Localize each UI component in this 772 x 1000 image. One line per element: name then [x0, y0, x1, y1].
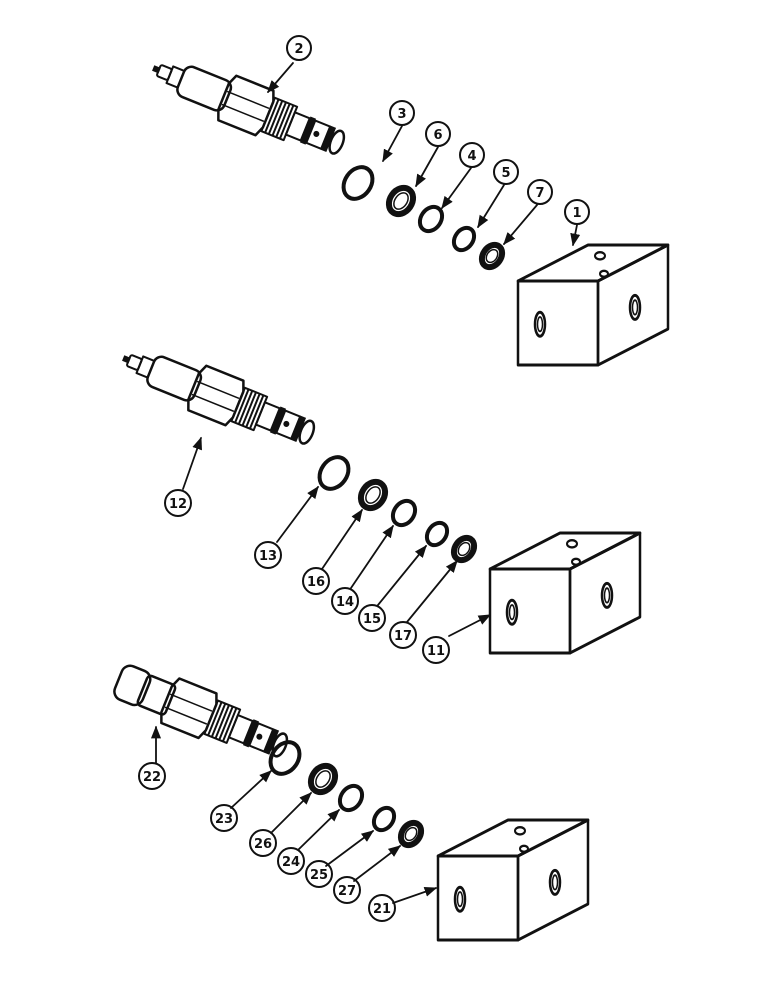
cartridge-valve-22 — [108, 656, 296, 771]
backup-ring-26 — [307, 762, 339, 796]
callout-label: 4 — [467, 149, 476, 164]
callout-label: 12 — [169, 497, 187, 512]
callout-label: 5 — [501, 166, 510, 181]
callout-label: 17 — [394, 629, 412, 644]
leader-lines — [150, 62, 581, 904]
o-ring-25 — [371, 805, 397, 833]
callout-3: 3 — [389, 100, 415, 126]
callout-5: 5 — [493, 159, 519, 185]
callout-6: 6 — [425, 121, 451, 147]
callout-label: 6 — [433, 128, 442, 143]
o-ring-24 — [337, 783, 365, 813]
callout-22: 22 — [138, 762, 166, 790]
o-ring-3 — [341, 165, 375, 201]
valve-body-block-11 — [488, 531, 642, 655]
callout-24: 24 — [277, 847, 305, 875]
callout-26: 26 — [249, 829, 277, 857]
callout-13: 13 — [254, 541, 282, 569]
backup-ring-6 — [385, 184, 417, 218]
callout-label: 3 — [397, 107, 406, 122]
callout-label: 1 — [572, 206, 581, 221]
callout-7: 7 — [527, 179, 553, 205]
callout-12: 12 — [164, 489, 192, 517]
callout-label: 24 — [282, 855, 300, 870]
cartridge-valve-12 — [112, 334, 323, 458]
callout-11: 11 — [422, 636, 450, 664]
callout-label: 16 — [307, 575, 325, 590]
callout-label: 11 — [427, 644, 445, 659]
backup-ring-7 — [478, 241, 506, 271]
callout-4: 4 — [459, 142, 485, 168]
callout-label: 2 — [294, 42, 303, 57]
callout-1: 1 — [564, 199, 590, 225]
callout-label: 25 — [310, 868, 328, 883]
callout-label: 21 — [373, 902, 391, 917]
callout-23: 23 — [210, 804, 238, 832]
callout-label: 22 — [143, 770, 161, 785]
o-ring-23 — [268, 740, 302, 776]
callout-15: 15 — [358, 604, 386, 632]
o-ring-13 — [317, 455, 351, 491]
o-ring-5 — [451, 225, 477, 253]
callout-17: 17 — [389, 621, 417, 649]
callout-label: 23 — [215, 812, 233, 827]
callout-label: 26 — [254, 837, 272, 852]
valve-body-block-1 — [516, 243, 670, 367]
cartridge-valve-2 — [142, 44, 353, 168]
valve-body-block-21 — [436, 818, 590, 942]
callout-label: 14 — [336, 595, 354, 610]
o-ring-4 — [417, 204, 445, 234]
callout-2: 2 — [286, 35, 312, 61]
callout-label: 15 — [363, 612, 381, 627]
o-ring-14 — [390, 498, 418, 528]
callout-label: 27 — [338, 884, 356, 899]
callout-27: 27 — [333, 876, 361, 904]
backup-ring-17 — [450, 534, 478, 564]
callout-14: 14 — [331, 587, 359, 615]
o-ring-15 — [424, 520, 450, 548]
callout-25: 25 — [305, 860, 333, 888]
callout-label: 13 — [259, 549, 277, 564]
callout-16: 16 — [302, 567, 330, 595]
backup-ring-16 — [357, 478, 389, 512]
callout-label: 7 — [535, 186, 544, 201]
backup-ring-27 — [397, 819, 425, 849]
callout-21: 21 — [368, 894, 396, 922]
